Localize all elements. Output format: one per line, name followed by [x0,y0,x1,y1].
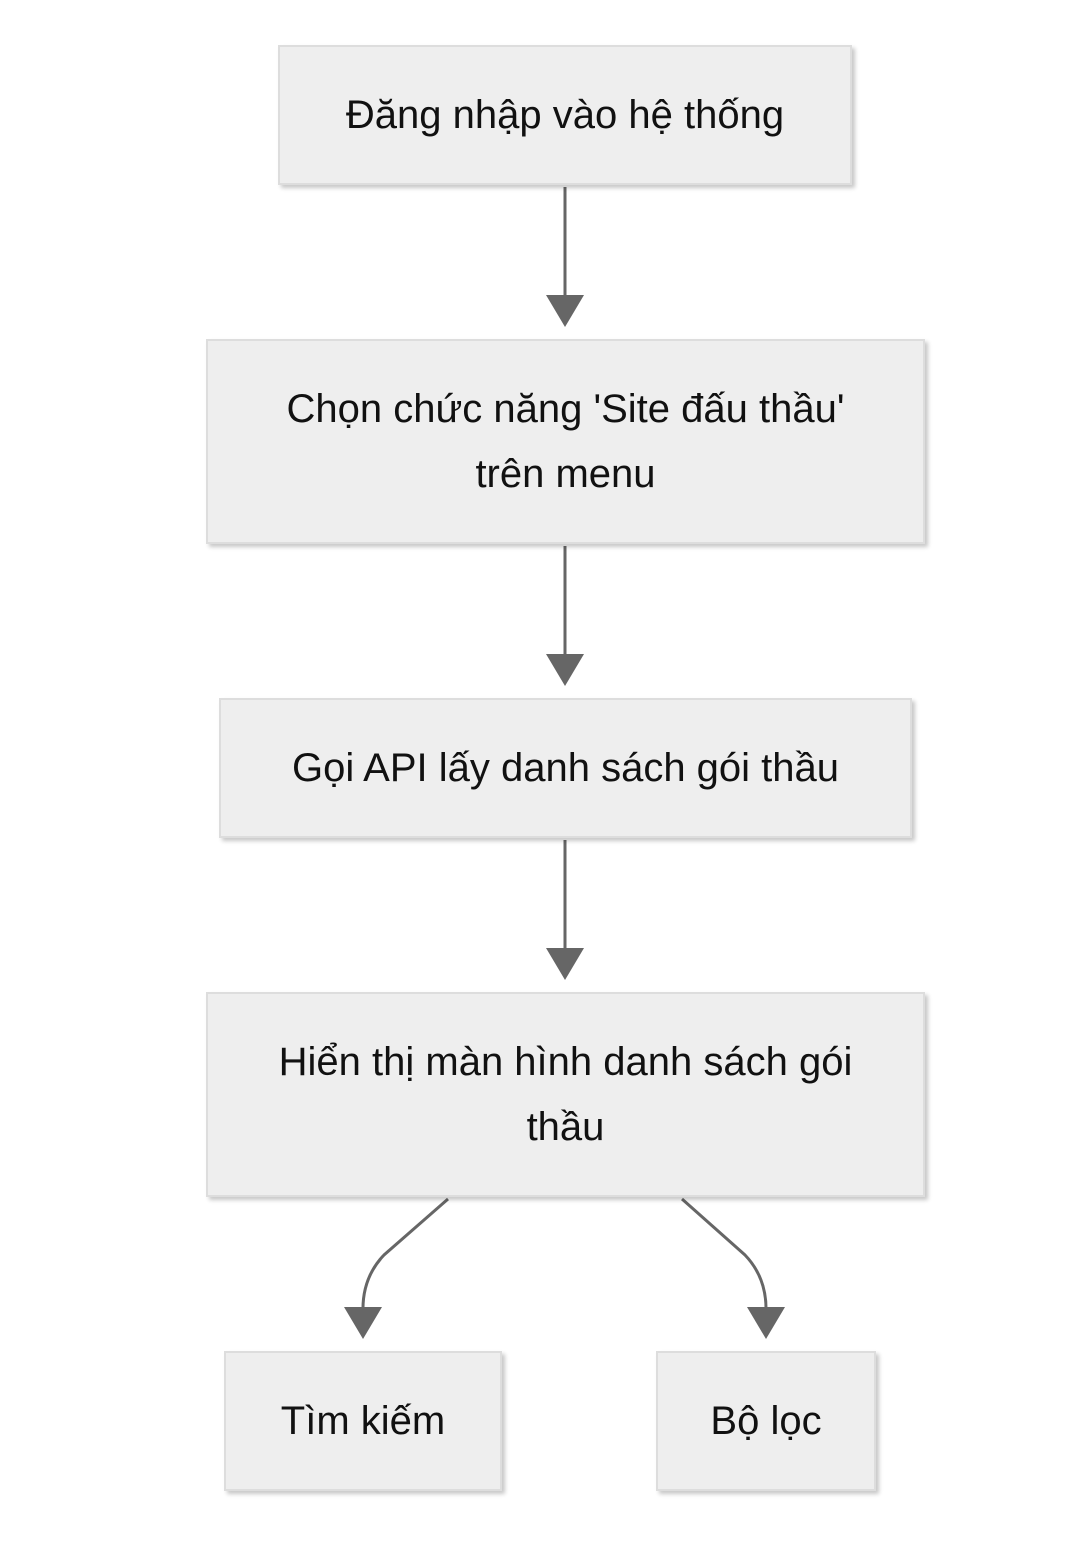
node-select-bidding-site: Chọn chức năng 'Site đấu thầu' trên menu [206,339,925,544]
node-call-api: Gọi API lấy danh sách gói thầu [219,698,912,838]
node-login-label: Đăng nhập vào hệ thống [345,92,785,137]
node-filter: Bộ lọc [656,1351,876,1491]
node-search-label: Tìm kiếm [280,1398,446,1443]
node-filter-label: Bộ lọc [710,1398,822,1443]
node-show-list-screen-label: Hiển thị màn hình danh sách gói thầu [278,1039,853,1149]
edge-list-screen-to-filter [681,1197,785,1339]
node-call-api-label: Gọi API lấy danh sách gói thầu [291,745,840,790]
edge-api-to-list-screen [546,840,584,980]
edge-list-screen-to-search [344,1197,449,1339]
node-login: Đăng nhập vào hệ thống [278,45,852,185]
node-search: Tìm kiếm [224,1351,502,1491]
edge-login-to-menu [546,187,584,327]
node-select-bidding-site-label: Chọn chức năng 'Site đấu thầu' trên menu [286,386,845,496]
edge-menu-to-api [546,546,584,686]
node-show-list-screen: Hiển thị màn hình danh sách gói thầu [206,992,925,1197]
